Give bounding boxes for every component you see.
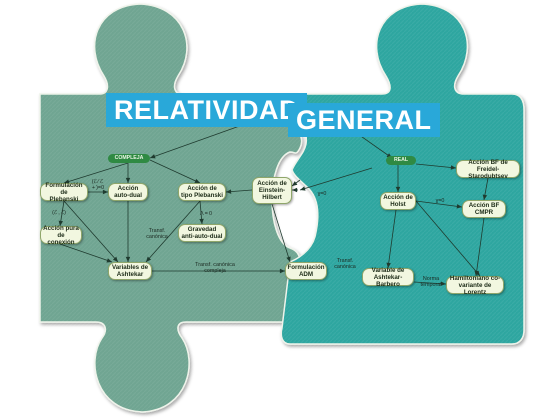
arrowhead bbox=[125, 177, 131, 183]
arrowhead bbox=[199, 218, 204, 224]
node-self-dual-action: Acción auto-dual bbox=[108, 183, 148, 201]
connector-line bbox=[59, 243, 113, 263]
arrowhead bbox=[474, 270, 479, 276]
node-anti-self-dual-gravity: Gravedad anti-auto-dual bbox=[178, 224, 226, 242]
edge-label-sym-left-1: (ℰ ⁄ ℰ + )=0 bbox=[91, 179, 105, 191]
connector-line bbox=[145, 200, 201, 263]
arrowhead bbox=[292, 187, 298, 193]
arrowhead bbox=[64, 179, 70, 184]
arrowhead bbox=[150, 154, 156, 159]
node-einstein-hilbert-action: Acción de Einstein- Hilbert bbox=[252, 177, 292, 204]
arrowhead bbox=[395, 186, 401, 192]
arrowhead bbox=[194, 178, 200, 183]
arrowhead bbox=[106, 258, 112, 263]
arrowhead bbox=[450, 165, 456, 170]
edge-label-sym-lambda: Λ = 0 bbox=[200, 211, 212, 217]
node-pure-connection-action: Acción pura de conexión bbox=[40, 225, 82, 246]
arrowhead bbox=[226, 189, 232, 194]
arrowhead bbox=[286, 256, 291, 262]
edge-label-complex-canonical: Transf. canónica compleja bbox=[195, 262, 235, 274]
arrowhead bbox=[300, 186, 306, 191]
arrowhead bbox=[279, 268, 285, 274]
arrowhead bbox=[112, 256, 118, 262]
node-ashtekar-variables: Variables de Ashtekar bbox=[108, 262, 152, 280]
connector-line bbox=[415, 200, 463, 208]
edge-label-sym-left-2: (ℰ , ℰ) bbox=[52, 210, 66, 216]
node-bf-cmpr-action: Acción BF CMPR bbox=[462, 200, 506, 218]
arrowhead bbox=[456, 204, 462, 209]
connector-line bbox=[387, 209, 397, 269]
connector-line bbox=[415, 163, 457, 169]
connector-line bbox=[475, 217, 485, 277]
connector-line bbox=[63, 162, 129, 184]
title-relatividad: RELATIVIDAD bbox=[106, 93, 307, 127]
connector-line bbox=[63, 200, 119, 263]
node-plebanski-formulation: Formulación de Plebanski bbox=[40, 182, 88, 203]
node-bf-freidel-action: Acción BF de Freidel-Starodubtsev bbox=[456, 159, 520, 180]
edge-label-time-gauge: Norma temporal bbox=[420, 276, 442, 288]
connector-lines bbox=[58, 117, 489, 286]
edge-label-canonical-right: Transf. canónica bbox=[334, 258, 356, 270]
connector-line bbox=[299, 167, 373, 191]
arrowhead bbox=[482, 194, 488, 200]
edge-label-sym-gamma-right: ɣ=0 bbox=[435, 198, 445, 204]
arrowhead bbox=[58, 220, 64, 226]
node-plebanski-type-action: Acción de tipo Plebanski bbox=[178, 183, 226, 201]
arrowhead bbox=[146, 256, 152, 262]
edge-label-canonical-left: Transf. canónica bbox=[146, 228, 168, 240]
complex-pill: COMPLEJA bbox=[108, 154, 150, 163]
connector-line bbox=[149, 159, 201, 184]
real-pill: REAL bbox=[386, 156, 416, 165]
title-general: GENERAL bbox=[288, 103, 440, 137]
arrowhead bbox=[125, 256, 131, 262]
node-lorentz-covariant-hamiltonian: Hamiltoniano co- variante de Lorentz bbox=[446, 275, 504, 296]
connector-line bbox=[415, 200, 481, 277]
left-puzzle-piece bbox=[39, 3, 303, 413]
connector-line bbox=[271, 203, 291, 263]
arrowhead bbox=[386, 262, 391, 268]
arrowhead bbox=[440, 281, 446, 286]
node-ashtekar-barbero-variables: Variable de Ashtekar-Barbero bbox=[362, 267, 414, 288]
node-adm-formulation: Formulación ADM bbox=[285, 262, 327, 280]
arrowhead bbox=[102, 189, 108, 195]
arrowhead bbox=[292, 181, 298, 186]
connector-line bbox=[413, 281, 447, 285]
node-holst-action: Acción de Holst bbox=[380, 192, 416, 210]
edge-label-sym-gamma-left: ɣ=0 bbox=[317, 191, 327, 197]
